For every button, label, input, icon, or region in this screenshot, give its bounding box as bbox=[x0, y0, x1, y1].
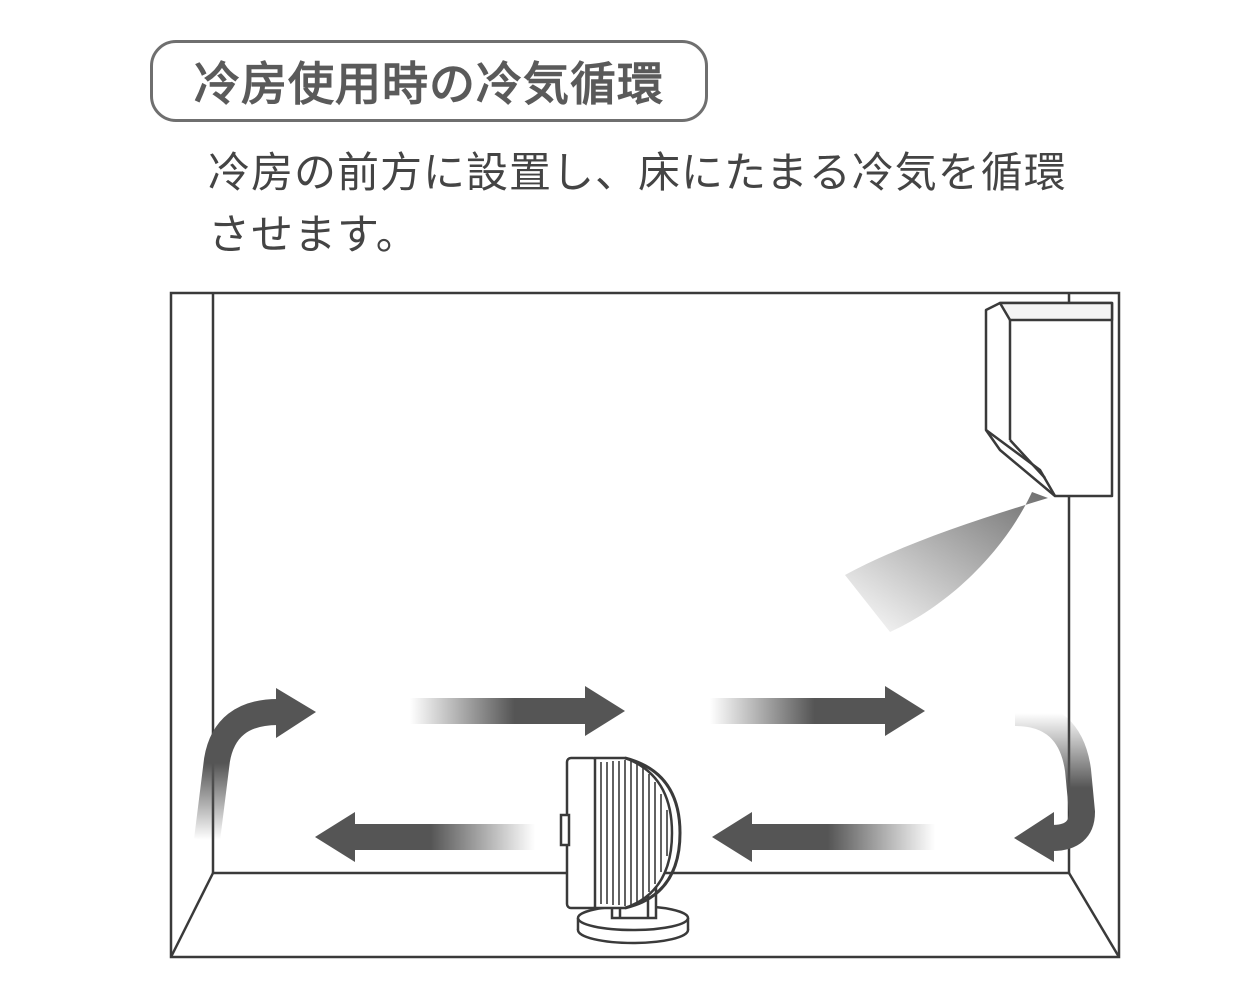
description-line-1: 冷房の前方に設置し、床にたまる冷気を循環 bbox=[208, 148, 1067, 197]
arrow-icon bbox=[315, 812, 535, 862]
arrow-icon bbox=[1014, 700, 1096, 862]
arrow-icon bbox=[410, 686, 625, 736]
description-line-2: させます。 bbox=[208, 210, 419, 259]
arrow-icon bbox=[712, 812, 935, 862]
circulator-fan-icon bbox=[559, 756, 690, 945]
air-conditioner-icon bbox=[984, 301, 1114, 498]
page-title: 冷房使用時の冷気循環 bbox=[194, 57, 664, 111]
title-badge: 冷房使用時の冷気循環 bbox=[150, 40, 708, 122]
arrow-icon bbox=[194, 688, 316, 842]
arrow-icon bbox=[710, 686, 925, 736]
cool-air-stream bbox=[845, 492, 1048, 632]
description: 冷房の前方に設置し、床にたまる冷気を循環 させます。 bbox=[208, 142, 1208, 266]
